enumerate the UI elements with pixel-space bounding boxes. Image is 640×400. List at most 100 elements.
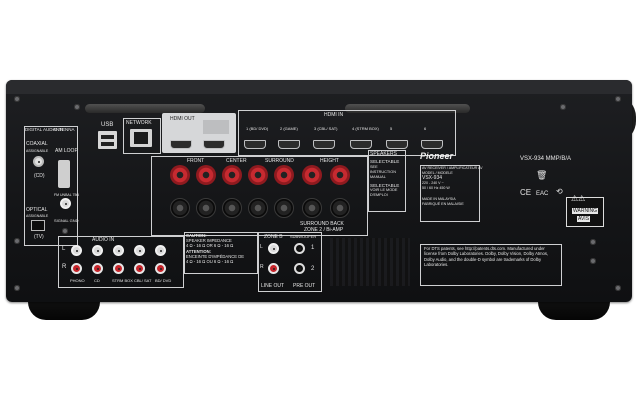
hdmi-in-port-2[interactable]	[278, 140, 300, 149]
phono-r-jack[interactable]	[71, 263, 82, 274]
height-l-plus-terminal[interactable]	[330, 165, 350, 185]
front-l-minus-terminal[interactable]	[196, 198, 216, 218]
strm-box-l-jack[interactable]	[113, 245, 124, 256]
hdmi-out-port-1[interactable]	[170, 140, 192, 149]
zone-b-l-jack[interactable]	[268, 243, 279, 254]
audio-l-label: L	[62, 246, 66, 252]
screw-icon	[615, 96, 621, 102]
phono-l-jack[interactable]	[71, 245, 82, 256]
speakers-note-section	[368, 150, 406, 212]
hdmi-in-port-1[interactable]	[244, 140, 266, 149]
antenna-label: ANTENNA	[53, 127, 75, 132]
coaxial-jack[interactable]	[33, 156, 44, 167]
receiver-rear-panel	[6, 80, 632, 302]
center-minus-terminal[interactable]	[222, 198, 242, 218]
hdmi-in-port-6[interactable]	[421, 140, 443, 149]
bd-dvd-r-jack[interactable]	[155, 263, 166, 274]
optical-port[interactable]	[31, 220, 45, 231]
surround-l-plus-terminal[interactable]	[274, 165, 294, 185]
line-out-label: LINE OUT	[261, 283, 285, 289]
front-l-plus-terminal[interactable]	[196, 165, 216, 185]
hdmi-out-port-2[interactable]	[203, 140, 225, 149]
caution-box	[184, 232, 258, 274]
network-section	[123, 118, 161, 154]
fm-unbal-label: FM UNBAL 75Ω	[54, 193, 80, 197]
zone-sub-section	[258, 232, 322, 292]
subwoofer-1-jack[interactable]	[294, 243, 305, 254]
see-manual-label: SEE INSTRUCTION MANUAL	[370, 164, 396, 179]
hdmi-in-3-label: 3 (CBL/ SAT)	[314, 126, 338, 131]
surround-label: SURROUND	[265, 158, 294, 164]
caution-heading: CAUTION:	[186, 233, 207, 238]
recycle-icon: ⟲	[556, 187, 563, 196]
height-l-minus-terminal[interactable]	[330, 198, 350, 218]
height-r-minus-terminal[interactable]	[302, 198, 322, 218]
spec-fab: FABRIQUÉ EN MALAISIE	[422, 202, 464, 206]
bd-dvd-label: BD/ DVD	[155, 278, 172, 283]
ethernet-port[interactable]	[130, 129, 152, 147]
gnd-screw-icon[interactable]	[62, 228, 68, 234]
hdmi-in-port-3[interactable]	[313, 140, 335, 149]
height-label: HEIGHT	[320, 158, 339, 164]
subwoofer-2-jack[interactable]	[294, 263, 305, 274]
warning-triangle-icon: ⚠⚠	[571, 194, 586, 203]
cd-label: (CD)	[34, 173, 45, 179]
bd-dvd-l-jack[interactable]	[155, 245, 166, 256]
sub-2-label: 2	[311, 266, 315, 272]
surround-r-minus-terminal[interactable]	[248, 198, 268, 218]
network-label: NETWORK	[126, 120, 152, 126]
pioneer-logo: Pioneer	[420, 151, 454, 161]
spec-model: VSX-934	[422, 175, 443, 181]
screw-icon	[74, 104, 80, 110]
audio-r-label: R	[62, 264, 67, 270]
caution-line1: SPEAKER IMPEDANCE	[186, 238, 232, 244]
surround-r-plus-terminal[interactable]	[248, 165, 268, 185]
surround-back-label: SURROUND BACK	[300, 221, 344, 227]
license-text: For DTS patents, see http://patents.dts.…	[424, 246, 549, 268]
selectable-note: SELECTABLE SEE INSTRUCTION MANUAL SELECT…	[370, 159, 404, 198]
pre-out-label: PRE OUT	[293, 283, 316, 289]
usb-icon: USB	[101, 122, 114, 128]
zone-b-label: ZONE B	[264, 234, 283, 240]
cbl-sat-l-jack[interactable]	[134, 245, 145, 256]
vent-grille	[330, 238, 410, 286]
caution-line2: 4 Ω - 16 Ω OR 6 Ω - 16 Ω	[186, 243, 234, 249]
cd-r-jack[interactable]	[92, 263, 103, 274]
front-label: FRONT	[187, 158, 205, 164]
top-edge	[6, 80, 632, 94]
fm-antenna-jack[interactable]	[60, 198, 71, 209]
audio-in-section	[58, 236, 184, 288]
signal-gnd-label: SIGNAL GND	[54, 218, 79, 223]
usb-slot-2	[101, 142, 114, 146]
center-plus-terminal[interactable]	[222, 165, 242, 185]
spec-label	[420, 165, 480, 222]
cd-l-jack[interactable]	[92, 245, 103, 256]
phono-label: PHONO	[70, 278, 85, 283]
cbl-sat-r-jack[interactable]	[134, 263, 145, 274]
warning-label: WARNING	[572, 208, 598, 214]
eac-mark-icon: EAC	[536, 191, 549, 197]
assignable-label-2: ASSIGNABLE	[26, 214, 49, 218]
usb-port[interactable]	[98, 131, 117, 149]
sub-1-label: 1	[311, 245, 315, 251]
speaker-terminal-section	[151, 156, 368, 236]
hdmi-out-plate	[203, 120, 229, 134]
screw-icon	[590, 258, 596, 264]
zone-b-r-jack[interactable]	[268, 263, 279, 274]
hdmi-in-port-4[interactable]	[350, 140, 372, 149]
strm-box-r-jack[interactable]	[113, 263, 124, 274]
height-r-plus-terminal[interactable]	[302, 165, 322, 185]
assignable-label: ASSIGNABLE	[26, 149, 49, 153]
hdmi-in-port-5[interactable]	[386, 140, 408, 149]
front-r-minus-terminal[interactable]	[170, 198, 190, 218]
am-loop-terminal[interactable]	[58, 160, 70, 188]
caution-line4: 4 Ω - 16 Ω OU 6 Ω - 16 Ω	[186, 259, 234, 265]
voir-label: VOIR LE MODE D'EMPLOI	[370, 188, 398, 198]
attention-heading: ATTENTION:	[186, 248, 212, 254]
front-r-plus-terminal[interactable]	[170, 165, 190, 185]
screw-icon	[14, 285, 20, 291]
avis-label: AVIS	[577, 216, 591, 222]
cd-input-label: CD	[94, 278, 100, 283]
caution-line3: ENCEINTE D'IMPÉDANCE DE	[186, 253, 245, 259]
surround-l-minus-terminal[interactable]	[274, 198, 294, 218]
